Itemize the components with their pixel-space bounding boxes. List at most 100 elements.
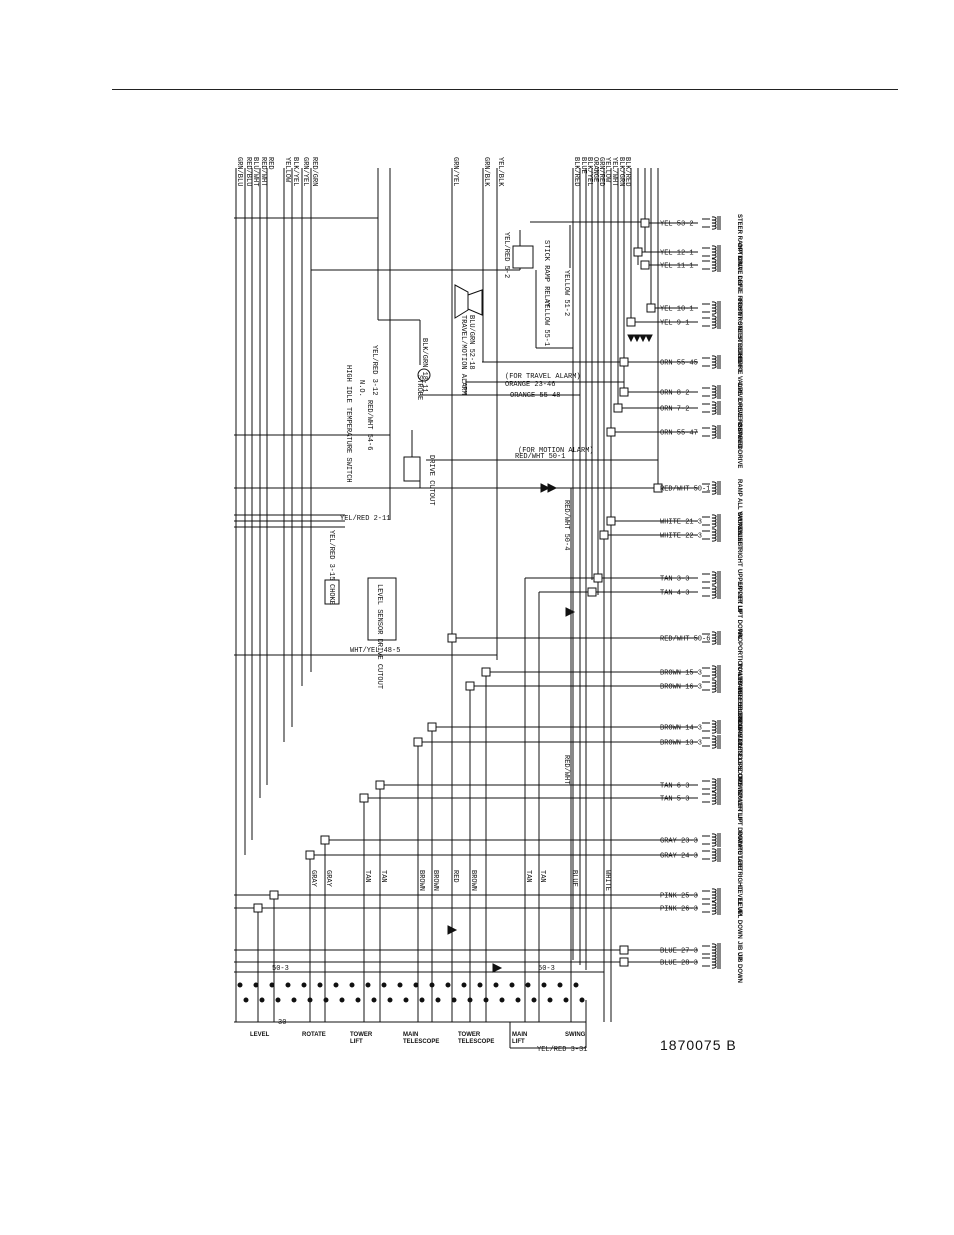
component-label: ROTATE RIGHT	[736, 846, 742, 890]
top-wire-label: RED	[266, 157, 274, 170]
diode-icon	[627, 334, 635, 343]
component-label: 2 SPEED DRIVE	[736, 423, 742, 468]
switch-contact-icon	[381, 982, 387, 988]
component-label: ROTATE LEFT	[736, 831, 742, 872]
diagram-label: LEVEL SENSOR DRIVE CUTOUT	[375, 584, 383, 689]
diagram-label: (FOR MOTION ALARM)	[518, 447, 594, 455]
diagram-label: TRAVEL/MOTION ALARM	[459, 315, 467, 395]
component-label: TOWER LIFT UP	[736, 776, 742, 823]
component-label: UPPER LIFT DOWN	[736, 583, 742, 639]
switch-contact-icon	[451, 997, 457, 1003]
solenoid-coil-icon	[702, 425, 721, 439]
wire-connector	[640, 260, 650, 270]
component-label: DRIVE REVERSE	[736, 383, 742, 432]
wire-label: ORN 7-2	[660, 406, 689, 414]
solenoid-coil-icon	[702, 833, 721, 847]
diagram-label: RED/WHT 50-4	[562, 500, 570, 550]
component-label: JIB DOWN	[736, 953, 742, 983]
solenoid-coil-icon	[702, 514, 721, 528]
wire-label: YEL 10-1	[660, 306, 694, 314]
diode-icon	[447, 925, 458, 935]
diagram-label: YEL/RED 2-11	[340, 515, 390, 523]
top-wire-label: BLK/YEL	[585, 157, 593, 186]
wire-connector	[481, 667, 491, 677]
wire-connector	[619, 957, 629, 967]
solenoid-coil-icon	[702, 401, 721, 415]
stick-ramp-relay-icon	[512, 245, 534, 269]
switch-contact-icon	[243, 997, 249, 1003]
vertical-wire-label: TAN	[363, 870, 371, 883]
wire-connector	[619, 387, 629, 397]
switch-contact-icon	[317, 982, 323, 988]
switch-contact-icon	[419, 997, 425, 1003]
diagram-label: ORANGE 55-48	[510, 392, 560, 400]
solenoid-coil-icon	[702, 791, 721, 805]
level-sensor-box	[367, 577, 397, 641]
solenoid-coil-icon	[702, 385, 721, 399]
switch-contact-icon	[253, 982, 259, 988]
wire-connector	[640, 218, 650, 228]
diagram-label: BLK/GRN 18-11	[420, 338, 428, 393]
switch-contact-icon	[365, 982, 371, 988]
switch-contact-icon	[259, 997, 265, 1003]
component-label: TOWER TELESCOPE IN	[736, 663, 742, 731]
diode-icon	[540, 483, 551, 493]
wire-connector	[599, 530, 609, 540]
component-label: UPPER LIFT UP	[736, 569, 742, 614]
vertical-wire-label: GRAY	[309, 870, 317, 888]
vertical-wire-label: BROWN	[417, 870, 425, 891]
top-wire-label: YEL/BLK	[496, 157, 504, 187]
wire-connector	[375, 780, 385, 790]
diode-icon	[639, 334, 647, 343]
component-label: OPTIONAL DRIVE RIGHT	[736, 243, 742, 315]
wire-label: RED/WHT 50-1	[660, 486, 710, 494]
vertical-wire-label: BROWN	[469, 870, 477, 891]
diagram-label: YEL/RED 5-2	[502, 232, 510, 278]
diagram-label: STROBE	[415, 375, 423, 400]
top-wire-label: BLK/RED	[623, 157, 631, 186]
wire-connector	[619, 357, 629, 367]
switch-function-label: SWING	[565, 1032, 586, 1038]
wire-label: WHITE 22-3	[660, 533, 702, 541]
component-label: PROPORTIONAL RAMP FOR DRIVE	[736, 629, 742, 731]
switch-contact-icon	[467, 997, 473, 1003]
diagram-label: RED/WHT	[562, 755, 570, 784]
wire-label: BROWN 14-3	[660, 725, 702, 733]
wire-connector	[587, 587, 597, 597]
wire-connector	[320, 835, 330, 845]
alarm-horn-icon	[454, 284, 483, 319]
solenoid-coil-icon	[702, 901, 721, 915]
switch-contact-icon	[477, 982, 483, 988]
wire-connector	[447, 633, 457, 643]
wire-connector	[253, 903, 263, 913]
diagram-label: RED/WHT 50-1	[515, 453, 565, 461]
solenoid-coil-icon	[702, 258, 721, 272]
wire-label: TAN 3-3	[660, 576, 689, 584]
solenoid-coil-icon	[702, 631, 721, 645]
drive-cutout-relay-icon	[403, 456, 421, 482]
switch-contact-icon	[285, 982, 291, 988]
vertical-wire-label: BROWN	[431, 870, 439, 891]
top-wire-label: YELLOW	[283, 157, 291, 183]
diode-icon	[633, 334, 641, 343]
wire-connector	[606, 427, 616, 437]
diagram-label: YEL/RED 3-12	[370, 345, 378, 395]
solenoid-coil-icon	[702, 301, 721, 315]
solenoid-coil-icon	[702, 955, 721, 969]
component-label: FRONT STEER LEFT	[736, 313, 742, 372]
solenoid-coil-icon	[702, 665, 721, 679]
top-wire-label: GRN/BLU	[235, 157, 243, 186]
switch-contact-icon	[445, 982, 451, 988]
wire-connector	[626, 317, 636, 327]
component-label: MAIN TELESCOPE IN	[736, 733, 742, 794]
component-label: DRIVE LEFT	[736, 256, 742, 291]
wire-label: YEL 12-1	[660, 250, 694, 258]
component-label: SWING RIGHT	[736, 526, 742, 567]
top-wire-label: BLK/GRN	[617, 157, 625, 186]
component-label: LEVEL UP	[736, 886, 742, 915]
switch-contact-icon	[301, 982, 307, 988]
switch-contact-icon	[371, 997, 377, 1003]
top-wire-label: GRN/BLK	[482, 157, 490, 187]
